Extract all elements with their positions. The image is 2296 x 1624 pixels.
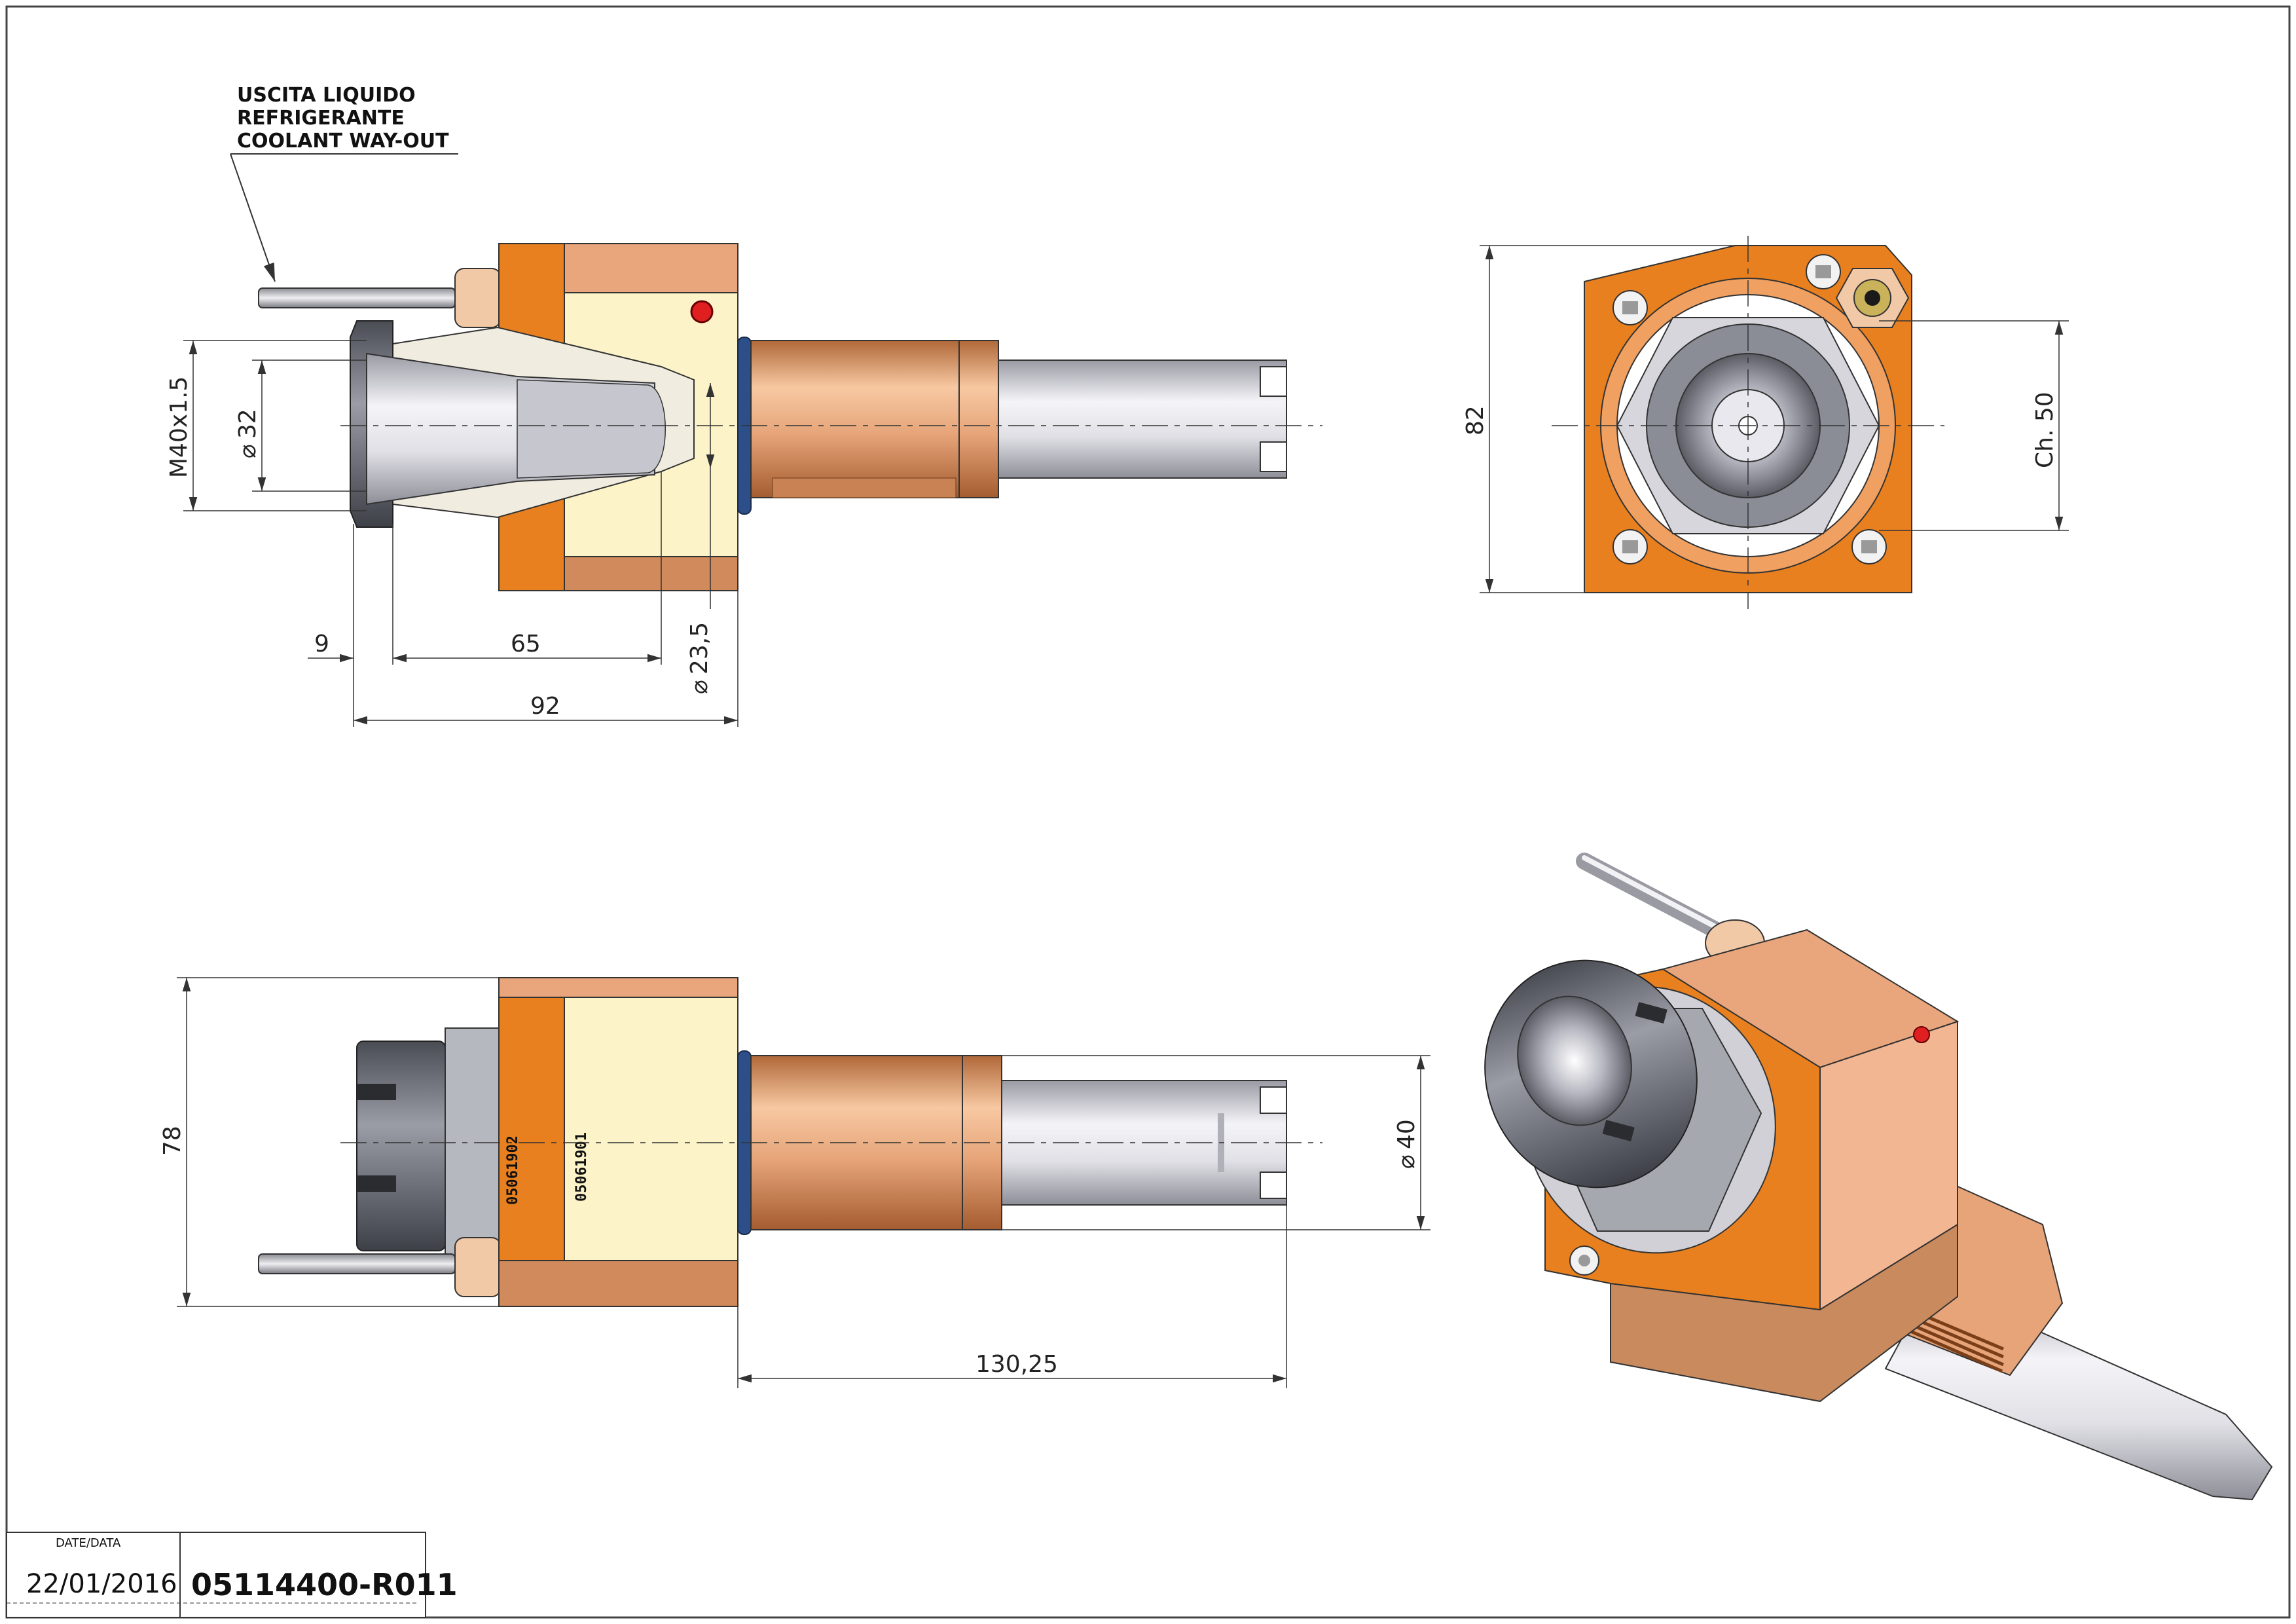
drawing-code: 05114400-R011 [191, 1567, 458, 1602]
front-view: M40x1.5 ⌀ 32 9 65 92 ⌀ 23,5 [166, 243, 1322, 727]
iso-nut-slot [1602, 1120, 1635, 1142]
iso-nut-slot [1635, 1002, 1667, 1024]
shaft-collar [958, 340, 999, 498]
nut-slot [357, 1084, 396, 1100]
dim-78: 78 [159, 1126, 186, 1156]
iso-coolant-rod [1576, 853, 1724, 938]
coolant-note: USCITA LIQUIDO REFRIGERANTE COOLANT WAY-… [230, 84, 458, 282]
coolant-rod [258, 287, 456, 308]
screw-icon [1851, 529, 1887, 564]
side-body-top [498, 977, 738, 998]
note-leader [230, 153, 276, 282]
plug-screw-icon [690, 300, 714, 323]
nut-slot [357, 1175, 396, 1192]
dia-symbol: ⌀ [686, 680, 713, 694]
screw-icon [1613, 290, 1648, 325]
note-line-2: REFRIGERANTE [237, 107, 405, 130]
title-block: DATE/DATA 22/01/2016 05114400-R011 [6, 1532, 458, 1618]
date-label: DATE/DATA [56, 1536, 121, 1550]
collet-bore [517, 379, 666, 479]
screw-icon [1806, 254, 1841, 289]
body-bottom-band [564, 556, 738, 591]
iso-rod-highlight [1582, 855, 1718, 929]
serial-2: 05061901 [574, 1132, 590, 1202]
side-adapter [445, 1027, 500, 1264]
spindle-slot-top [1260, 366, 1287, 397]
side-spindle-slot [1260, 1172, 1287, 1199]
isometric-view [1484, 853, 2273, 1501]
date-value: 22/01/2016 [26, 1569, 177, 1599]
nozzle-nut [454, 268, 501, 328]
note-line-3: COOLANT WAY-OUT [237, 130, 449, 153]
side-collet-nut [356, 1041, 446, 1251]
coolant-fitting-icon [1835, 268, 1910, 328]
dim-dia-32-group: ⌀ 32 [234, 409, 261, 458]
dim-9: 9 [314, 631, 329, 657]
side-nozzle-nut [454, 1237, 501, 1297]
dim-dia-23-5-group: ⌀ 23,5 [686, 622, 713, 694]
body-top-band [564, 243, 738, 293]
dim-dia-40-group: ⌀ 40 [1393, 1119, 1420, 1169]
dim-dia-32: 32 [234, 409, 261, 439]
dim-65: 65 [511, 631, 541, 657]
dim-thread: M40x1.5 [166, 377, 192, 478]
serial-1: 05061902 [505, 1135, 521, 1205]
dia-symbol: ⌀ [1393, 1154, 1420, 1169]
spindle-slot-bottom [1260, 441, 1287, 472]
iso-screw-icon [1569, 1246, 1599, 1276]
dia-symbol: ⌀ [234, 444, 261, 458]
side-view: 05061902 05061901 78 ⌀ 40 130,25 [159, 977, 1430, 1388]
dim-dia-23-5: 23,5 [686, 622, 713, 674]
dim-130-25: 130,25 [975, 1351, 1058, 1378]
dim-92: 92 [530, 693, 560, 720]
dim-dia-40: 40 [1393, 1119, 1420, 1149]
dim-82: 82 [1462, 405, 1489, 435]
side-coolant-rod [258, 1253, 456, 1274]
spindle-tip [998, 360, 1287, 479]
iso-collet-bore [1517, 995, 1632, 1126]
side-body-block [564, 977, 738, 1307]
sheet-border [5, 5, 2291, 1619]
note-line-1: USCITA LIQUIDO [237, 84, 416, 107]
iso-plug-icon [1913, 1026, 1930, 1043]
side-body-bottom [498, 1260, 738, 1307]
side-spindle-slot [1260, 1086, 1287, 1114]
dim-ch-50: Ch. 50 [2032, 392, 2058, 468]
screw-icon [1613, 529, 1648, 564]
end-view: 82 Ch. 50 [1462, 236, 2069, 609]
shaft-spline [772, 477, 957, 498]
